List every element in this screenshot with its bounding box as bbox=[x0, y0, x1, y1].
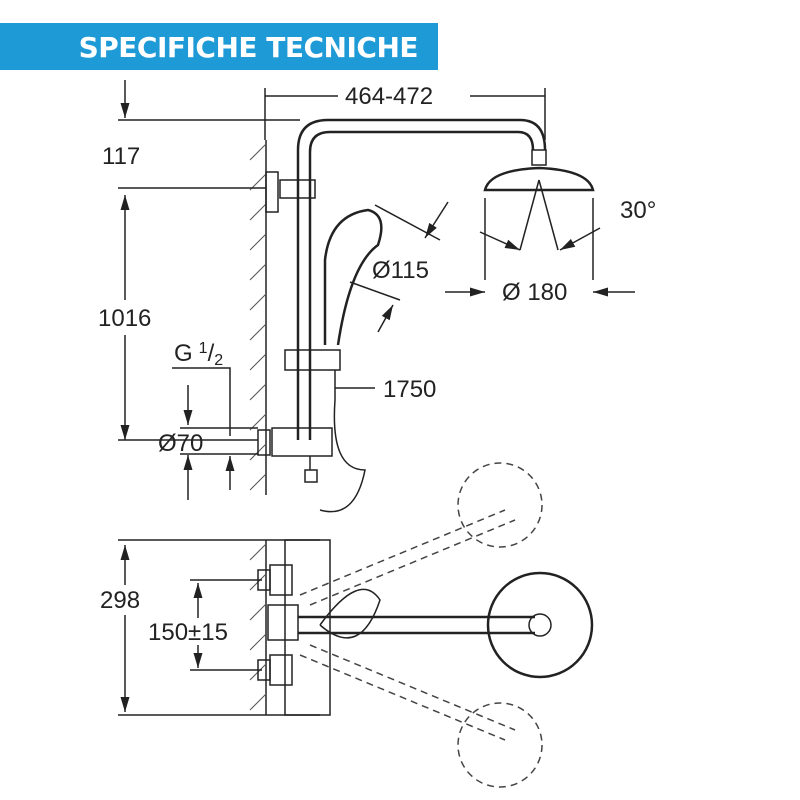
arm-length-label: 464-472 bbox=[345, 83, 433, 110]
hose-length-label: 1750 bbox=[383, 376, 436, 403]
header-title: SPECIFICHE TECNICHE bbox=[78, 31, 419, 64]
head-shower-diameter-label: Ø 180 bbox=[502, 279, 567, 306]
hand-shower-diameter-label: Ø115 bbox=[372, 257, 429, 284]
front-view: 30° Ø 180 Ø115 1750 464-472 117 1016 bbox=[98, 80, 656, 513]
top-offset-label: 117 bbox=[102, 143, 140, 170]
escutcheon-diameter-label: Ø70 bbox=[158, 430, 203, 457]
angle-label: 30° bbox=[620, 197, 656, 224]
centres-label: 150±15 bbox=[148, 619, 228, 646]
top-view: 298 150±15 bbox=[100, 462, 594, 788]
header-banner: SPECIFICHE TECNICHE bbox=[0, 23, 438, 70]
height-label: 1016 bbox=[98, 305, 151, 332]
mixer-height-label: 298 bbox=[100, 587, 140, 614]
